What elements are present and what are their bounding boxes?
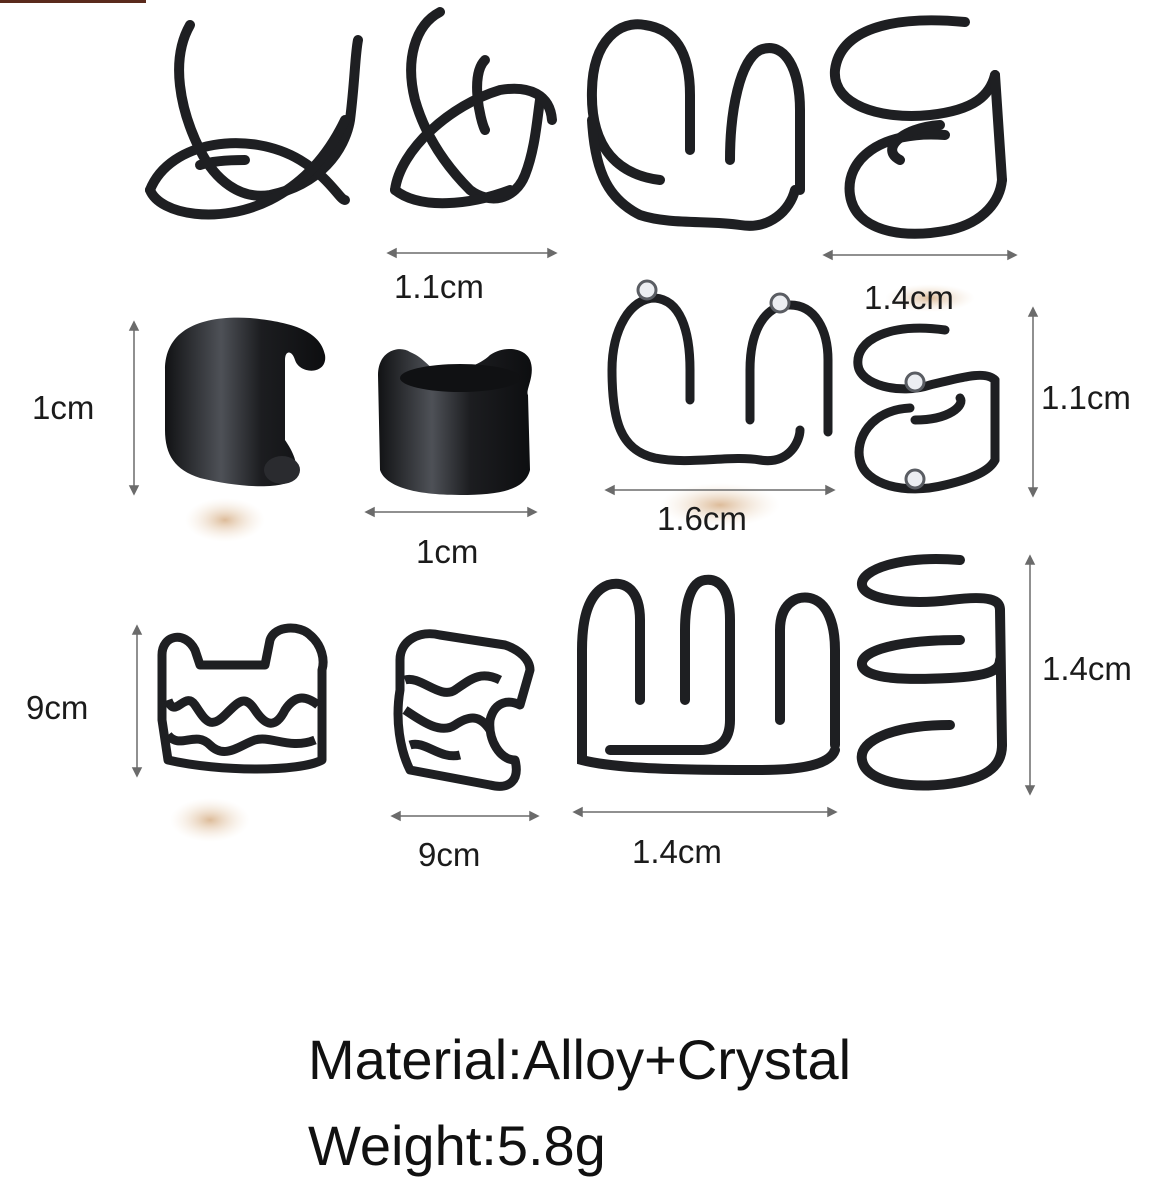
dimension-label: 1cm: [416, 533, 479, 570]
skin-smudge: [185, 498, 265, 542]
cuff-narrow-band: [378, 348, 532, 495]
skin-smudge: [170, 798, 250, 842]
cuff-crystal-spiral: [853, 323, 1000, 494]
cuff-criss-cross-large: [145, 20, 363, 220]
dimension-label: 1.1cm: [394, 268, 484, 305]
dimension-label: 1.4cm: [864, 279, 954, 316]
dimension-label: 1.4cm: [632, 833, 722, 870]
dimension-label: 1.4cm: [1042, 650, 1132, 687]
cuff-triple-loop: [577, 574, 840, 776]
dimension-label: 9cm: [26, 689, 89, 726]
corner-accent-bar: [0, 0, 146, 3]
cuff-criss-cross-small: [390, 7, 557, 209]
dimension-label: 1.1cm: [1041, 379, 1131, 416]
cuff-wave-cutout-narrow: [393, 629, 535, 791]
cuff-spiral-triple: [829, 15, 1007, 239]
skin-smudge: [660, 483, 780, 527]
skin-smudge: [885, 284, 975, 312]
weight-spec: Weight:5.8g: [308, 1114, 606, 1177]
cuff-wide-band: [165, 317, 326, 487]
dimension-label: 1cm: [32, 389, 95, 426]
dimension-lines: [128, 247, 1039, 822]
cuff-wave-cutout-wide: [157, 623, 328, 774]
dimension-label: 9cm: [418, 836, 481, 873]
cuff-crystal-double-loop: [607, 279, 833, 466]
cuff-spiral-quad: [856, 554, 1007, 791]
dimension-label: 1.6cm: [657, 500, 747, 537]
cuff-double-loop: [586, 19, 805, 231]
material-spec: Material:Alloy+Crystal: [308, 1028, 852, 1091]
